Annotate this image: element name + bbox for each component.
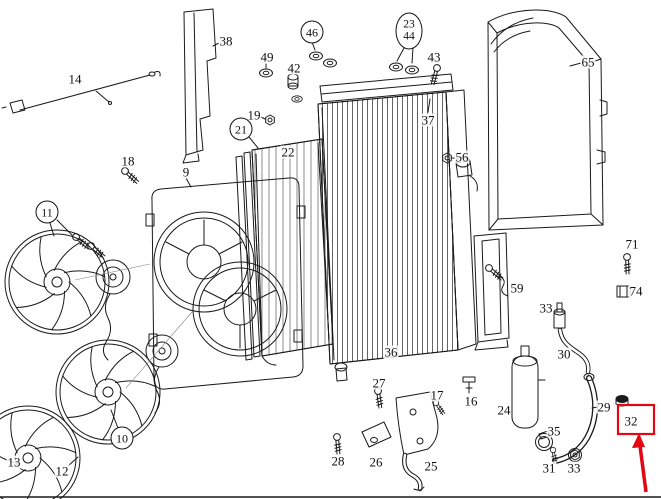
part-label-17: 17 xyxy=(429,387,445,403)
bracket-art xyxy=(332,386,439,492)
part-label-31: 31 xyxy=(541,460,557,476)
radiator-art xyxy=(317,73,478,382)
part-label-22: 22 xyxy=(280,144,296,160)
drier-24-art xyxy=(511,345,546,429)
part-label-42: 42 xyxy=(286,60,302,76)
clip-59-art xyxy=(497,275,509,297)
part-label-24: 24 xyxy=(496,402,512,418)
wire-14-art xyxy=(1,71,161,114)
part-label-32: 32 xyxy=(623,413,639,429)
part-label-12: 12 xyxy=(54,463,70,479)
part-label-49: 49 xyxy=(259,49,275,65)
part-label-11: 11 xyxy=(35,200,59,224)
lower-shroud-duct-art xyxy=(473,232,510,351)
bracket-25-art xyxy=(395,391,439,492)
part-label-30: 30 xyxy=(556,346,572,362)
part-label-27: 27 xyxy=(371,375,387,391)
hose-29-art xyxy=(552,373,599,464)
bracket-38-art xyxy=(182,8,220,164)
fan-art xyxy=(0,219,193,499)
valve-33-art xyxy=(553,302,566,329)
part-label-74: 74 xyxy=(628,283,644,299)
part-label-65: 65 xyxy=(580,54,596,70)
part-label-59: 59 xyxy=(509,280,525,296)
part-label-33: 33 xyxy=(566,460,582,476)
part-label-33: 33 xyxy=(538,300,554,316)
condenser-art xyxy=(235,136,334,366)
part-label-35: 35 xyxy=(546,423,562,439)
bracket-26-art xyxy=(361,421,392,448)
part-label-9: 9 xyxy=(181,164,191,180)
part-label-21: 21 xyxy=(229,117,253,141)
part-label-10: 10 xyxy=(110,426,134,450)
part-label-13: 13 xyxy=(6,454,22,470)
part-label-28: 28 xyxy=(330,453,346,469)
part-label-14: 14 xyxy=(67,71,83,87)
part-label-29: 29 xyxy=(596,399,612,415)
radiator-shroud-65-art xyxy=(487,9,608,231)
part-label-19: 19 xyxy=(246,107,262,123)
part-label-38: 38 xyxy=(218,33,234,49)
ac-lines-art xyxy=(431,302,599,465)
part-label-25: 25 xyxy=(423,458,439,474)
clamp-35-art xyxy=(535,430,553,451)
part-label-37: 37 xyxy=(420,112,436,128)
part-label-56: 56 xyxy=(454,149,470,165)
part-label-46: 46 xyxy=(300,20,324,44)
part-label-43: 43 xyxy=(426,49,442,65)
part-label-18: 18 xyxy=(120,153,136,169)
fan-shroud-art xyxy=(145,177,306,390)
part-label-26: 26 xyxy=(368,454,384,470)
pipe-30-art xyxy=(557,327,591,375)
plug-16-art xyxy=(462,376,476,394)
part-label-71: 71 xyxy=(624,236,640,252)
part-label-36: 36 xyxy=(383,344,399,360)
part-label-16: 16 xyxy=(463,393,479,409)
